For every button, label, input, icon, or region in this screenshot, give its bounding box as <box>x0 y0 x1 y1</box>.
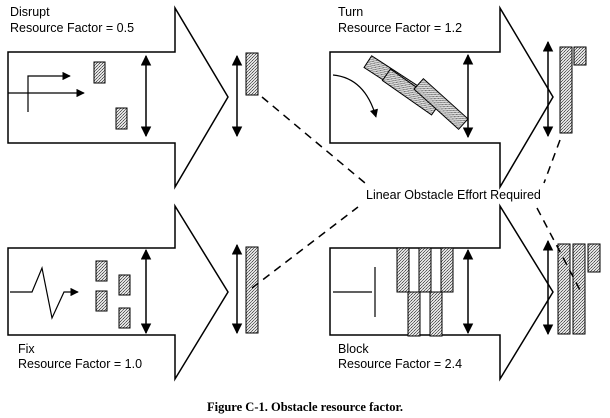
disrupt-title: Disrupt <box>10 5 50 19</box>
fix-obstacle-block <box>118 274 131 296</box>
disrupt-effort-bar <box>245 52 259 96</box>
turn-panel: Turn Resource Factor = 1.2 <box>329 2 587 190</box>
turn-deflection-arrow <box>332 74 378 118</box>
fix-obstacle-block <box>95 260 108 282</box>
fix-big-arrow <box>7 203 229 382</box>
fix-panel: Fix Resource Factor = 1.0 <box>6 203 259 382</box>
disrupt-big-arrow <box>7 5 229 190</box>
turn-big-arrow <box>329 5 554 190</box>
figure-caption: Figure C-1. Obstacle resource factor. <box>207 400 403 414</box>
block-effort-bar <box>557 243 571 335</box>
center-effort-label: Linear Obstacle Effort Required <box>366 188 541 202</box>
block-obstacle-block <box>429 291 443 337</box>
turn-resource-factor: Resource Factor = 1.2 <box>338 21 462 35</box>
turn-effort-bar <box>559 46 573 134</box>
turn-obstacle-block <box>381 68 441 116</box>
turn-effort-bar-extra <box>573 46 587 66</box>
disrupt-obstacle-block <box>115 107 128 130</box>
block-obstacle-block <box>407 291 421 337</box>
fix-title: Fix <box>18 342 35 356</box>
fix-flow-zigzag-arrow <box>10 265 79 320</box>
block-resource-factor: Resource Factor = 2.4 <box>338 357 462 371</box>
disrupt-obstacle-block <box>93 61 106 84</box>
leader-line-turn <box>543 139 561 184</box>
disrupt-resource-factor: Resource Factor = 0.5 <box>10 21 134 35</box>
block-title: Block <box>338 342 369 356</box>
block-big-arrow <box>329 203 554 382</box>
leader-line-disrupt <box>261 96 366 184</box>
block-effort-bar-extra <box>587 243 601 273</box>
fix-effort-bar <box>245 246 259 334</box>
leader-line-block <box>536 207 581 291</box>
fix-resource-factor: Resource Factor = 1.0 <box>18 357 142 371</box>
disrupt-flow-arrow-upper <box>27 71 71 93</box>
block-obstacle-block <box>440 247 454 293</box>
turn-title: Turn <box>338 5 363 19</box>
fix-obstacle-block <box>95 290 108 312</box>
disrupt-panel: Disrupt Resource Factor = 0.5 <box>6 2 259 190</box>
block-obstacle-block <box>418 247 432 293</box>
block-obstacle-block <box>396 247 410 293</box>
effort-leader-lines <box>251 96 581 291</box>
block-panel: Block Resource Factor = 2.4 <box>329 203 601 382</box>
fix-obstacle-block <box>118 307 131 329</box>
